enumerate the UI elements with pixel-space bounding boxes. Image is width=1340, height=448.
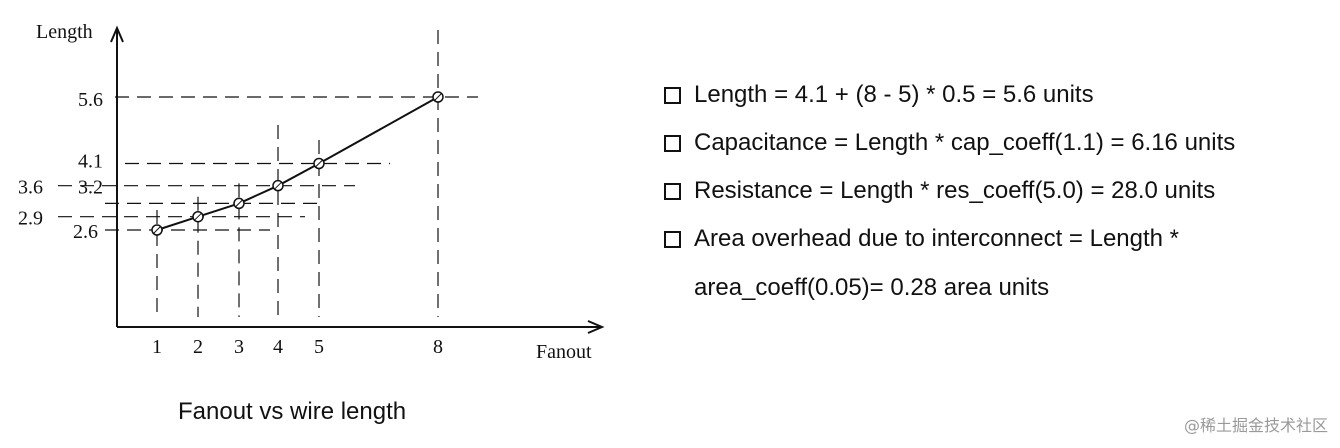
formula-area-text-2: area_coeff(0.05)= 0.28 area units — [694, 274, 1050, 301]
x-tick-label: 3 — [234, 336, 244, 358]
formula-list: Length = 4.1 + (8 - 5) * 0.5 = 5.6 units… — [664, 83, 1334, 324]
chart-title: Fanout vs wire length — [178, 398, 407, 425]
data-point-mark — [315, 159, 323, 168]
formula-area-text: Area overhead due to interconnect = Leng… — [694, 225, 1180, 252]
checkbox-icon — [664, 87, 681, 104]
y-axis-arrow-icon — [110, 25, 124, 43]
y-tick-label: 3.6 — [18, 177, 43, 199]
data-point-mark — [194, 212, 202, 221]
formula-length-text: Length = 4.1 + (8 - 5) * 0.5 = 5.6 units — [694, 81, 1094, 108]
data-point-mark — [235, 199, 243, 208]
y-axis-label: Length — [36, 21, 93, 43]
y-tick-label: 5.6 — [78, 89, 103, 111]
checkbox-icon — [664, 231, 681, 248]
y-tick-label: 2.9 — [18, 208, 43, 230]
watermark: @稀土掘金技术社区 — [1183, 416, 1328, 435]
formula-area: Area overhead due to interconnect = Leng… — [664, 227, 1334, 300]
x-axis-arrow-icon — [587, 320, 605, 334]
formula-length: Length = 4.1 + (8 - 5) * 0.5 = 5.6 units — [664, 83, 1334, 107]
data-point-mark — [274, 181, 282, 190]
formula-capacitance-text: Capacitance = Length * cap_coeff(1.1) = … — [694, 129, 1236, 156]
checkbox-icon — [664, 135, 681, 152]
x-tick-label: 1 — [152, 336, 162, 358]
y-tick-label: 4.1 — [78, 151, 103, 173]
checkbox-icon — [664, 183, 681, 200]
series-line — [156, 96, 439, 231]
formula-resistance-text: Resistance = Length * res_coeff(5.0) = 2… — [694, 177, 1216, 204]
data-point-mark — [153, 226, 161, 234]
x-axis-label: Fanout — [536, 341, 592, 363]
formula-capacitance: Capacitance = Length * cap_coeff(1.1) = … — [664, 131, 1334, 155]
data-point-mark — [434, 93, 442, 101]
x-tick-label: 5 — [314, 336, 324, 358]
x-tick-label: 8 — [433, 336, 443, 358]
y-tick-label: 2.6 — [73, 221, 98, 243]
x-tick-label: 4 — [273, 336, 283, 358]
y-tick-label: 3.2 — [78, 176, 103, 198]
x-tick-label: 2 — [193, 336, 203, 358]
formula-resistance: Resistance = Length * res_coeff(5.0) = 2… — [664, 179, 1334, 203]
